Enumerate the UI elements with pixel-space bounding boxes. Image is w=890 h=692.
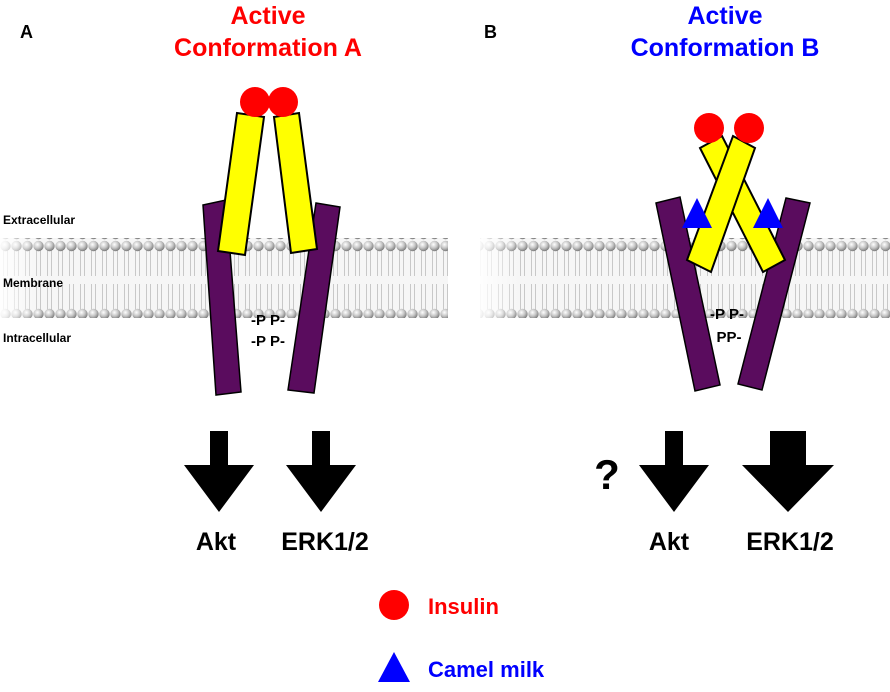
phospho-b-bottom: PP- xyxy=(716,329,741,346)
panel-a-title-line1: Active xyxy=(230,2,305,30)
output-a-erk: ERK1/2 xyxy=(281,528,369,556)
legend: Insulin Camel milk xyxy=(378,590,545,682)
receptor-a-beta-right xyxy=(287,202,341,394)
panel-a-title-line2: Conformation A xyxy=(174,34,362,62)
output-b-akt: Akt xyxy=(649,528,690,556)
insulin-a-left xyxy=(240,87,270,117)
receptor-a-beta-left xyxy=(202,199,242,396)
arrow-a-akt xyxy=(184,431,254,512)
panel-a-letter: A xyxy=(20,22,33,42)
receptor-a-alpha-right xyxy=(272,111,319,255)
output-b-erk: ERK1/2 xyxy=(746,528,834,556)
receptor-a-alpha-left xyxy=(216,111,266,257)
phospho-a-bottom: -P P- xyxy=(251,333,285,350)
arrow-b-erk xyxy=(742,431,834,512)
insulin-b-left xyxy=(694,113,724,143)
phospho-a-top: -P P- xyxy=(251,312,285,329)
camel-milk-b-right xyxy=(753,198,783,228)
receptor-a: -P P- -P P- xyxy=(202,87,341,396)
receptor-b-beta-left xyxy=(655,196,721,392)
receptor-b: -P P- PP- xyxy=(655,113,811,392)
extracellular-label: Extracellular xyxy=(3,213,75,227)
arrow-a-erk xyxy=(286,431,356,512)
insulin-a-right xyxy=(268,87,298,117)
receptor-b-beta-right xyxy=(737,197,811,391)
membrane-label: Membrane xyxy=(3,276,63,290)
legend-insulin-label: Insulin xyxy=(428,594,499,619)
panel-b-title-line2: Conformation B xyxy=(631,34,820,62)
camel-milk-b-left xyxy=(682,198,712,228)
output-a-akt: Akt xyxy=(196,528,237,556)
panel-b-title-line1: Active xyxy=(687,2,762,30)
panel-b-letter: B xyxy=(484,22,497,42)
legend-insulin-icon xyxy=(379,590,409,620)
insulin-b-right xyxy=(734,113,764,143)
question-mark-b: ? xyxy=(594,451,620,498)
legend-camel-milk-label: Camel milk xyxy=(428,657,545,682)
arrow-b-akt xyxy=(639,431,709,512)
legend-camel-milk-icon xyxy=(378,652,410,682)
phospho-b-top: -P P- xyxy=(710,306,744,323)
intracellular-label: Intracellular xyxy=(3,331,71,345)
